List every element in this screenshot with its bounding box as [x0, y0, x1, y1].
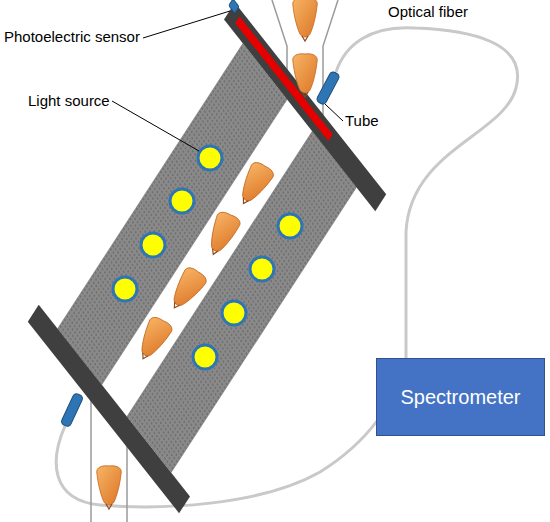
photoelectric-sensor: [229, 0, 240, 13]
light-source: [198, 146, 222, 170]
bottom-plate: [28, 305, 190, 513]
part-label: Optical fiber: [388, 3, 468, 21]
corn-kernel: [293, 0, 318, 41]
light-source: [170, 189, 194, 213]
spectrometer-box: Spectrometer: [376, 358, 545, 436]
light-source: [113, 277, 137, 301]
corn-kernel: [132, 315, 174, 365]
probe-body: [316, 71, 341, 106]
sensor-strip: [235, 16, 332, 140]
part-label: Light source: [28, 92, 110, 110]
part-label: Photoelectric sensor: [4, 28, 140, 46]
corn-kernel: [164, 265, 209, 315]
corn-kernel: [293, 54, 318, 97]
lamp-panel: [127, 131, 357, 473]
light-source: [193, 345, 217, 369]
fiber-probe: [60, 392, 83, 427]
probe-body: [60, 392, 83, 427]
corn-kernel: [202, 210, 242, 260]
node-text: Spectrometer: [400, 386, 520, 409]
leader-line: [143, 11, 230, 38]
fiber-probe: [316, 71, 341, 106]
corn-kernel: [233, 160, 276, 210]
leader-line: [325, 104, 343, 121]
corn-kernel: [97, 466, 122, 509]
detection-chamber: [25, 0, 386, 513]
part-label: Tube: [345, 112, 379, 130]
light-source: [222, 301, 246, 325]
leader-line: [112, 101, 199, 151]
light-source: [141, 233, 165, 257]
light-source: [278, 214, 302, 238]
light-source: [250, 257, 274, 281]
